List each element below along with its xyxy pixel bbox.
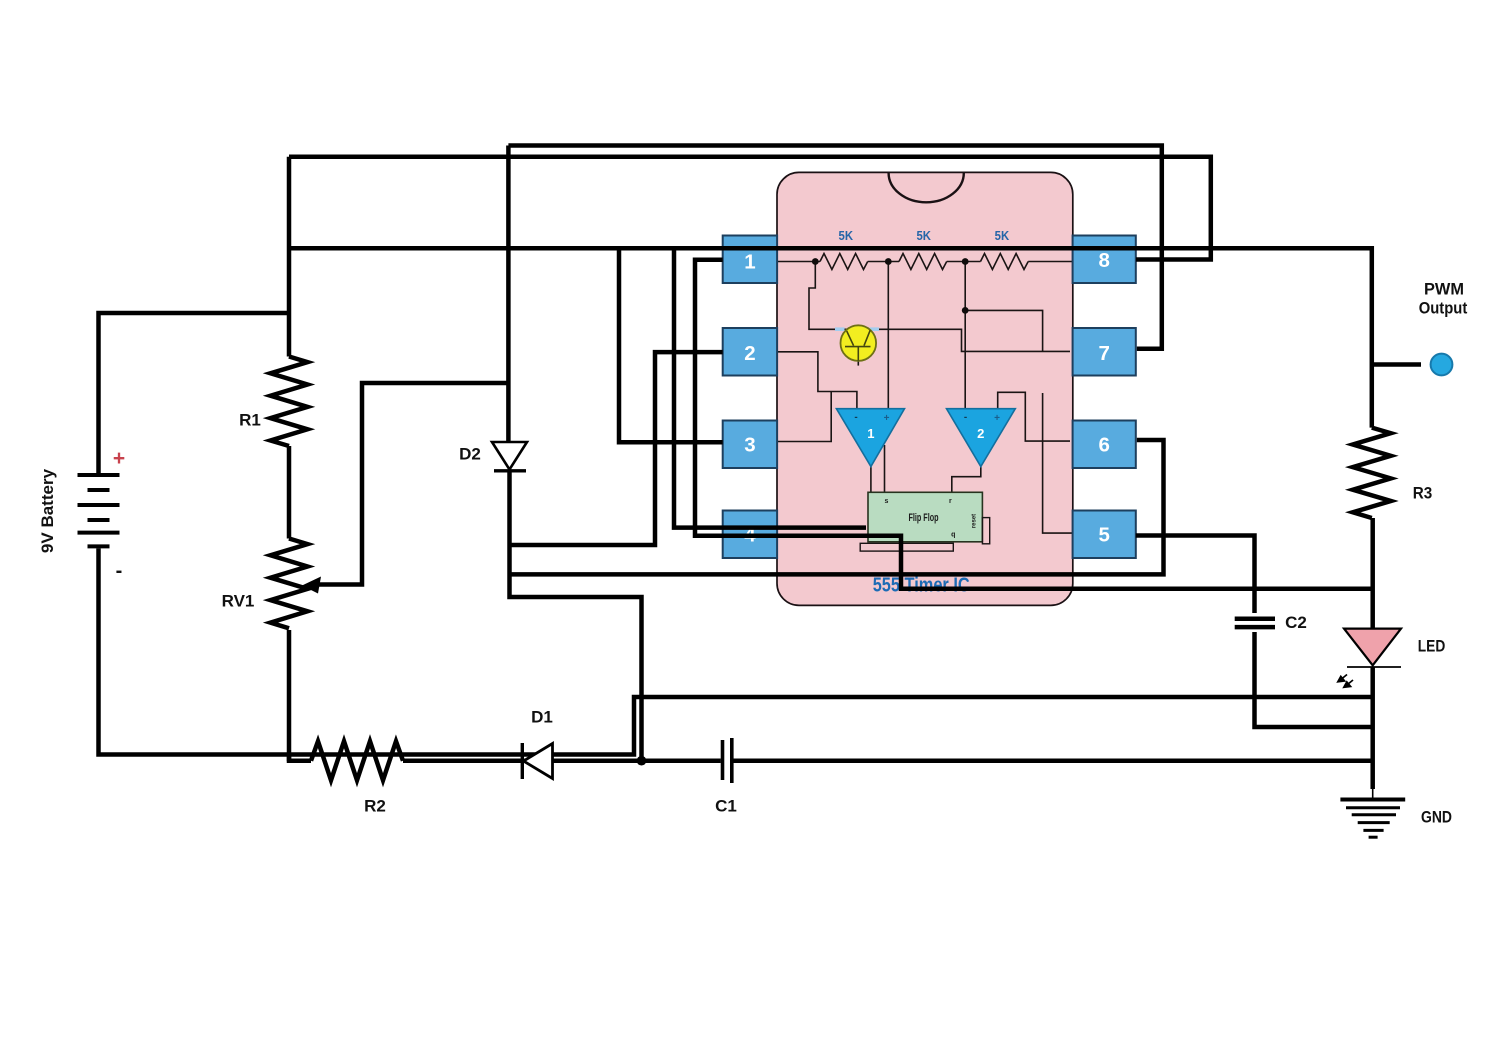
- svg-text:-: -: [854, 412, 857, 423]
- svg-text:-: -: [964, 412, 967, 423]
- svg-text:R3: R3: [1413, 484, 1433, 503]
- svg-text:reset: reset: [972, 514, 978, 528]
- svg-text:5K: 5K: [916, 228, 931, 243]
- svg-text:3: 3: [744, 434, 755, 457]
- svg-text:+: +: [113, 447, 125, 470]
- svg-text:-: -: [116, 560, 123, 582]
- svg-text:R2: R2: [364, 797, 386, 816]
- svg-text:5: 5: [1098, 524, 1109, 547]
- svg-text:2: 2: [744, 342, 755, 365]
- svg-text:5K: 5K: [995, 228, 1010, 243]
- svg-text:RV1: RV1: [222, 592, 255, 611]
- svg-text:1: 1: [744, 251, 755, 274]
- svg-text:C2: C2: [1285, 613, 1307, 632]
- svg-text:+: +: [884, 413, 890, 424]
- svg-text:+: +: [994, 413, 1000, 424]
- svg-text:1: 1: [867, 426, 874, 441]
- svg-text:R1: R1: [239, 411, 261, 430]
- svg-text:5K: 5K: [839, 228, 854, 243]
- svg-text:r: r: [949, 498, 952, 505]
- svg-text:6: 6: [1098, 434, 1109, 457]
- svg-text:s: s: [884, 498, 888, 505]
- svg-text:2: 2: [977, 426, 984, 441]
- svg-text:PWM: PWM: [1424, 280, 1464, 299]
- svg-text:q: q: [951, 532, 955, 539]
- svg-text:GND: GND: [1421, 808, 1452, 827]
- svg-text:C1: C1: [715, 797, 737, 816]
- svg-text:D2: D2: [459, 445, 481, 464]
- svg-text:Output: Output: [1419, 299, 1468, 318]
- svg-text:Flip Flop: Flip Flop: [909, 512, 939, 524]
- svg-text:9V Battery: 9V Battery: [38, 468, 57, 553]
- svg-text:8: 8: [1098, 249, 1109, 272]
- svg-text:D1: D1: [531, 708, 553, 727]
- svg-text:555 Timer IC: 555 Timer IC: [873, 575, 970, 597]
- svg-text:LED: LED: [1418, 637, 1446, 656]
- svg-text:7: 7: [1098, 342, 1109, 365]
